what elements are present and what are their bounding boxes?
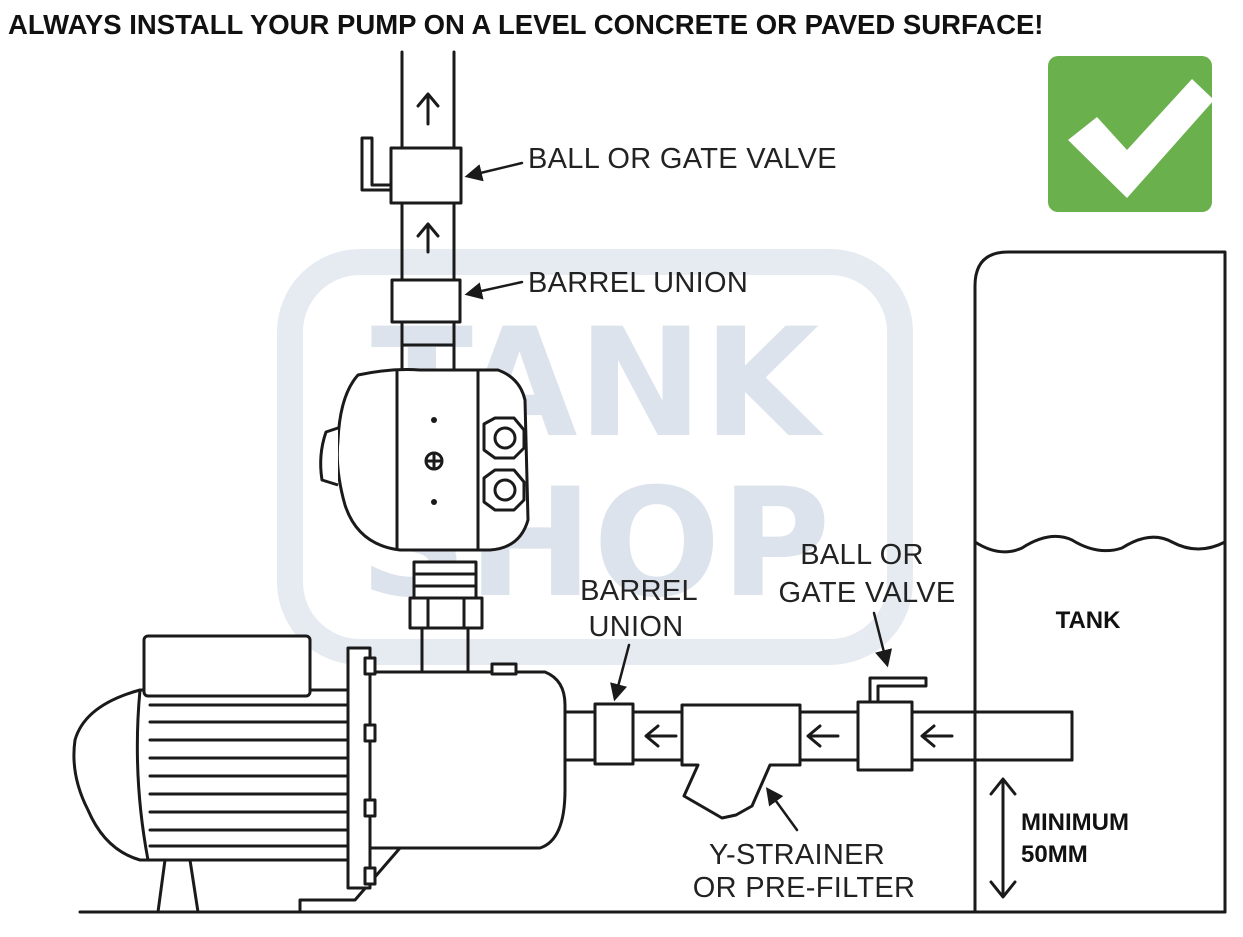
label-top-valve: BALL OR GATE VALVE [528,143,837,175]
check-icon [1068,79,1214,198]
top-barrel-union [390,278,462,324]
leader-arrow-icon [464,161,524,182]
label-tank: TANK [1056,607,1122,634]
tank [973,250,1227,914]
y-strainer [680,703,802,820]
flow-left-arrow-icon [644,724,678,748]
label-bottom-valve-line2: GATE VALVE [778,577,955,609]
leader-arrow-icon [464,280,524,300]
page-title: ALWAYS INSTALL YOUR PUMP ON A LEVEL CONC… [8,9,1043,40]
leader-arrow-icon [872,611,893,668]
top-ball-valve [360,136,463,205]
flow-up-arrow-icon [416,222,440,254]
motor-cooling-fins [148,703,350,848]
outlet-pipe [400,50,456,374]
bottom-ball-valve [856,676,928,772]
leader-arrow-icon [765,787,799,832]
label-strainer-line1: Y-STRAINER [709,839,885,871]
leader-arrow-icon [610,643,631,702]
label-top-union: BARREL UNION [528,267,748,299]
pump [72,634,567,914]
flow-left-arrow-icon [806,724,840,748]
label-minimum-line1: MINIMUM [1021,809,1129,836]
label-strainer-line2: OR PRE-FILTER [693,872,916,904]
controller-fitting [408,560,484,677]
label-bottom-union-line2: UNION [589,611,684,643]
label-bottom-valve-line1: BALL OR [800,539,924,571]
approved-badge [1048,56,1214,212]
pressure-controller [319,368,530,552]
label-bottom-union-line1: BARREL [580,575,698,607]
flow-up-arrow-icon [416,92,440,126]
inlet-pipe [563,676,1074,820]
flow-left-arrow-icon [920,724,954,748]
minimum-height-arrow-icon [989,777,1017,899]
label-minimum-line2: 50MM [1021,841,1088,868]
